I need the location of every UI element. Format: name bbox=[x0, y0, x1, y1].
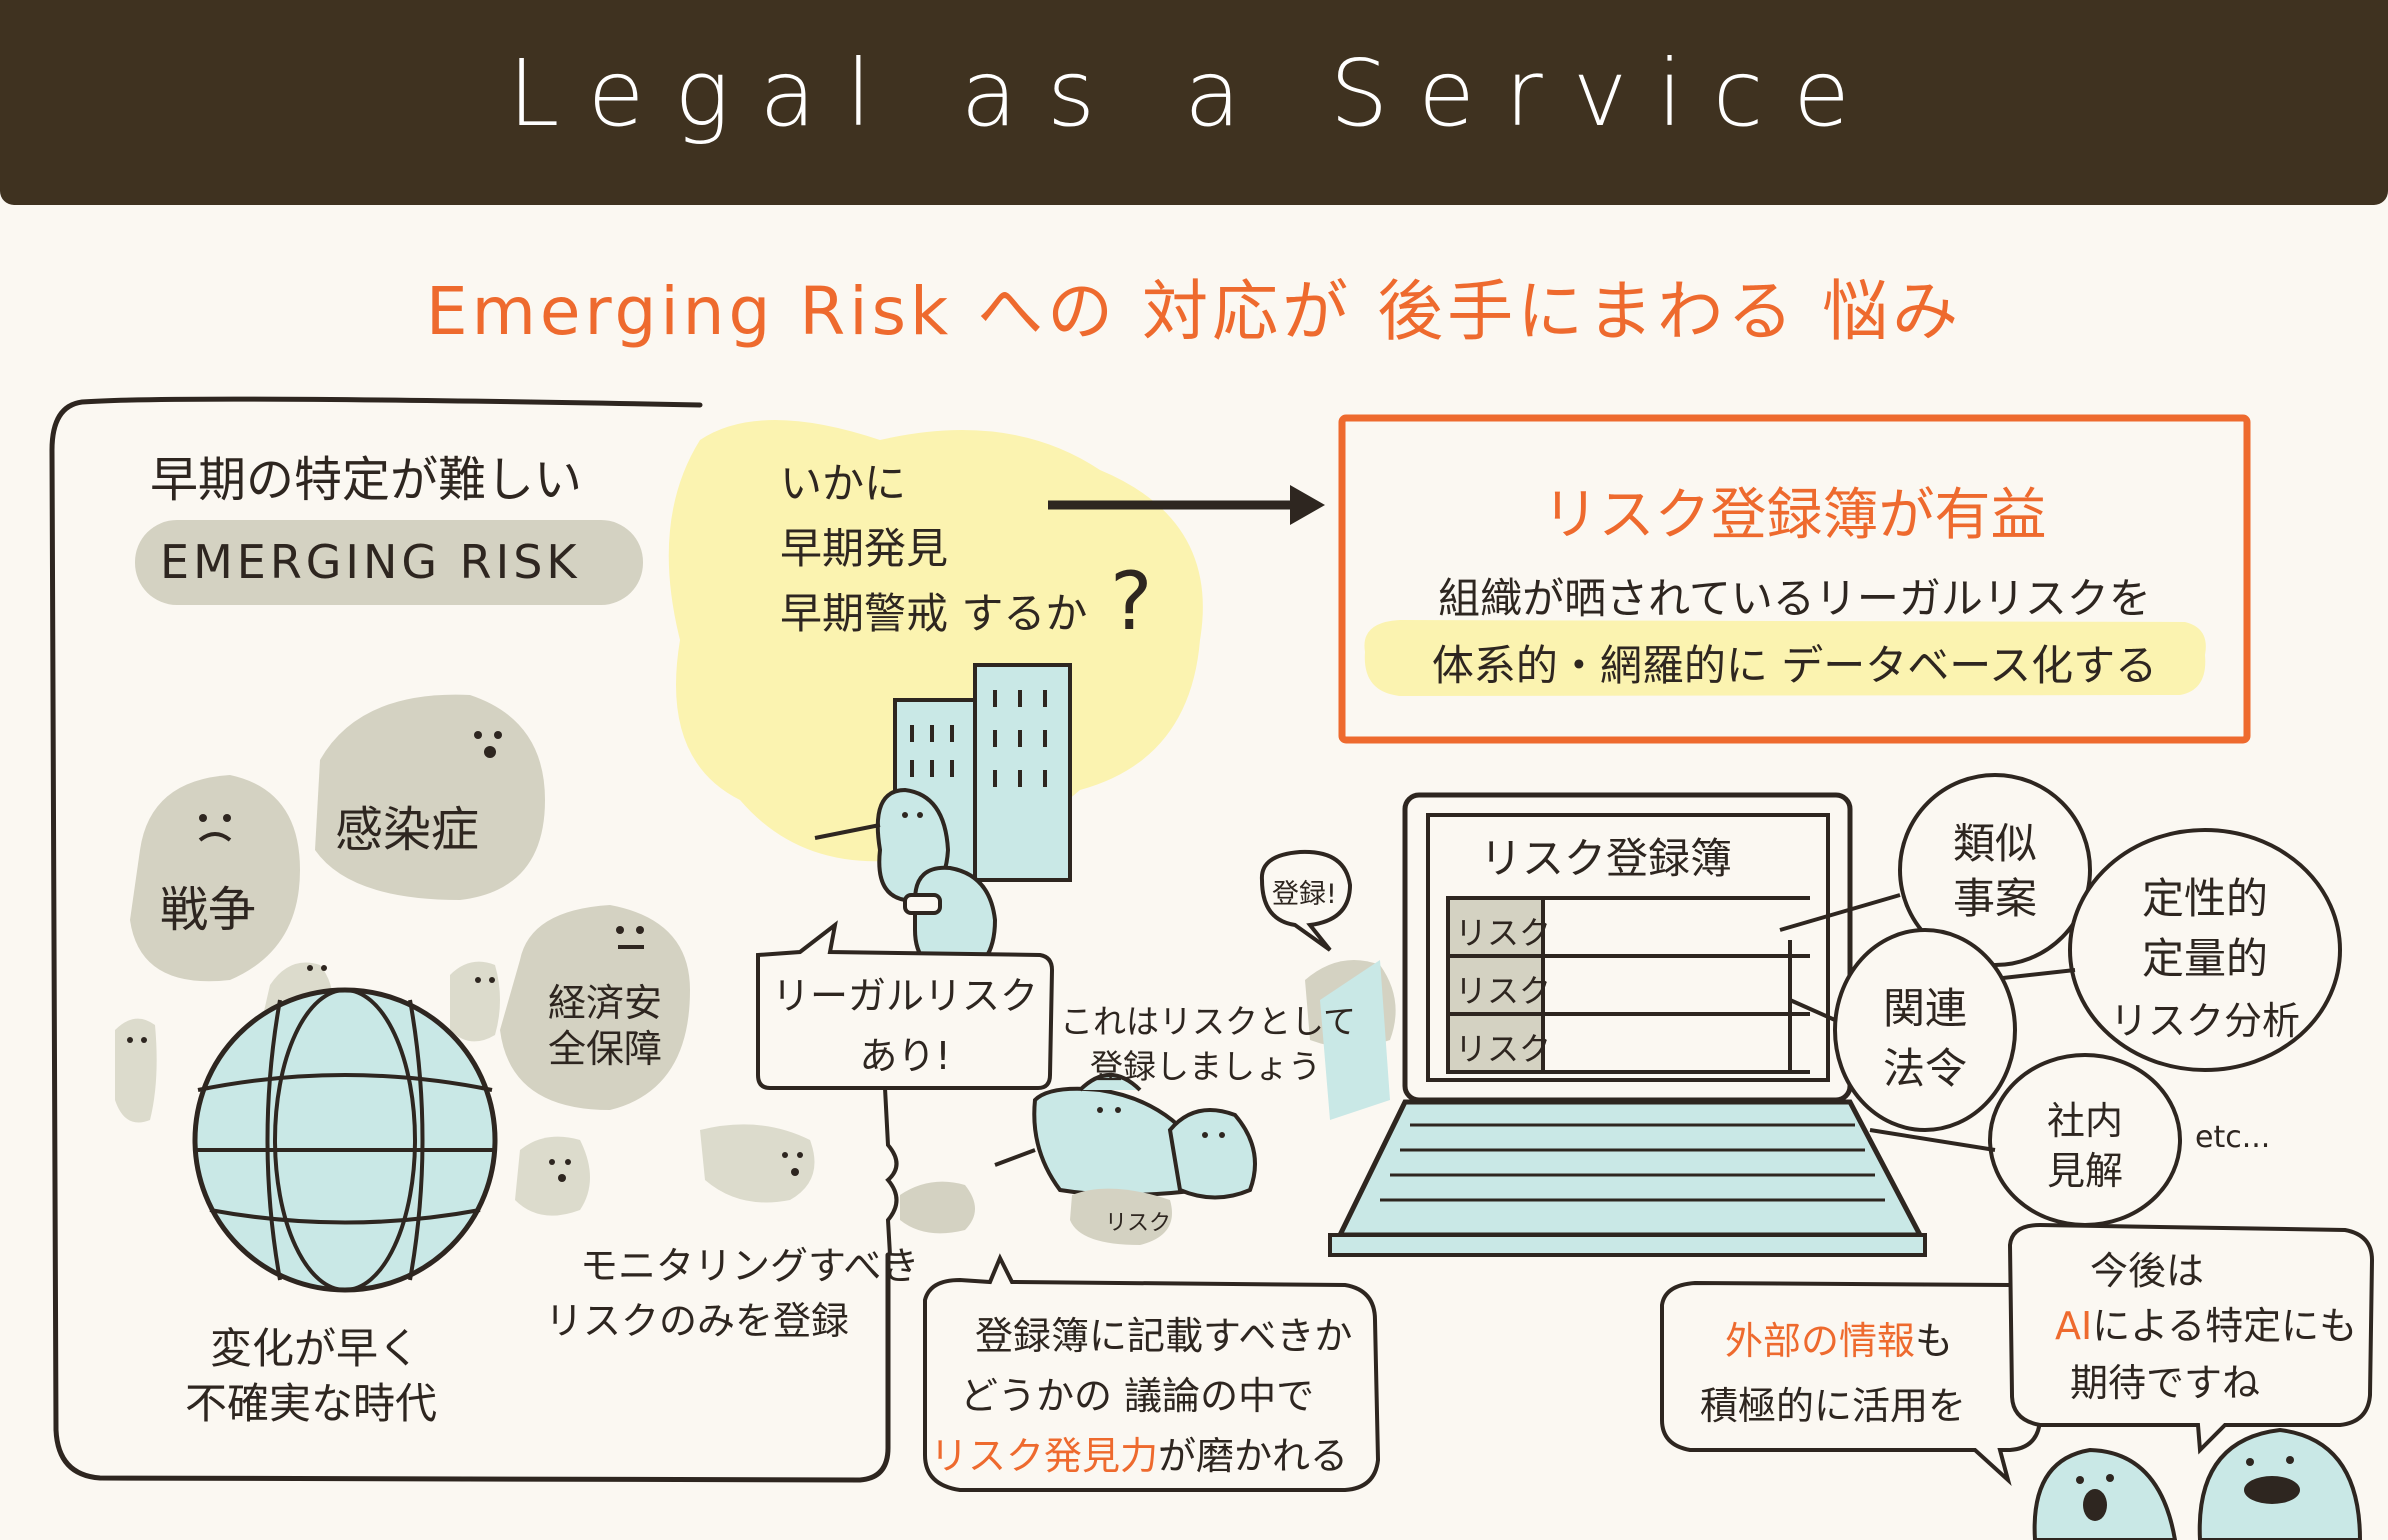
talking-characters bbox=[2032, 1427, 2363, 1540]
ghost-2 bbox=[450, 961, 500, 1042]
discussion-line3: リスク発見力が磨かれる bbox=[930, 1425, 1348, 1480]
ghost-5 bbox=[700, 1124, 815, 1203]
legal-risk-speech-box bbox=[756, 920, 1055, 1090]
ai-bubble bbox=[2007, 1222, 2375, 1455]
result-line1: 組織が晒されているリーガルリスクを bbox=[1438, 574, 2151, 623]
ai-line3: 期待ですね bbox=[2070, 1361, 2261, 1405]
binoculars-character bbox=[903, 865, 998, 978]
discussion-highlight: リスク発見力 bbox=[930, 1434, 1159, 1478]
risk-label-economic-security: 経済安全保障 bbox=[547, 981, 662, 1071]
ghost-4 bbox=[515, 1136, 590, 1216]
ext-highlight: 外部の情報 bbox=[1725, 1319, 1916, 1363]
ai-line1: 今後は bbox=[2090, 1249, 2205, 1293]
risk-ghost-small bbox=[900, 1181, 975, 1234]
ai-line2: AIによる特定にも bbox=[2055, 1295, 2357, 1350]
laws-line1: 関連 bbox=[1882, 984, 1967, 1033]
ghost-3 bbox=[115, 1018, 157, 1123]
register-row-1: リスク bbox=[1455, 914, 1552, 952]
arrow-to-result bbox=[1048, 485, 1325, 525]
caption-line1: 変化が早く bbox=[210, 1324, 421, 1373]
question-line2: 早期発見 bbox=[780, 524, 949, 573]
qualitative-line1: 定性的 bbox=[2141, 874, 2268, 923]
subtitle: Emerging Risk への 対応が 後手にまわる 悩み bbox=[425, 273, 1963, 350]
team-characters bbox=[994, 1073, 1257, 1245]
discussion-line1: 登録簿に記載すべきか bbox=[975, 1314, 1353, 1358]
register-row-3: リスク bbox=[1455, 1030, 1552, 1068]
econ-blob bbox=[500, 905, 690, 1110]
war-blob bbox=[130, 775, 300, 982]
risk-label-disease: 感染症 bbox=[335, 802, 480, 858]
ai-highlight: AI bbox=[2055, 1304, 2093, 1348]
question-mark: ? bbox=[1110, 555, 1153, 648]
qualitative-line2: 定量的 bbox=[2141, 934, 2268, 983]
question-line1: いかに bbox=[780, 459, 907, 508]
legal-risk-line2: あり! bbox=[859, 1034, 951, 1078]
ext-line1: 外部の情報も bbox=[1725, 1310, 1953, 1365]
header-banner bbox=[0, 0, 2388, 205]
similar-line2: 事案 bbox=[1952, 874, 2037, 923]
opinion-line1: 社内 bbox=[2046, 1099, 2123, 1143]
laws-line2: 法令 bbox=[1882, 1044, 1967, 1093]
opinion-line2: 見解 bbox=[2046, 1149, 2123, 1193]
emerging-risk-tag-bg bbox=[135, 520, 643, 605]
register-row-2: リスク bbox=[1455, 972, 1552, 1010]
globe-icon bbox=[192, 987, 498, 1293]
ghost-faces bbox=[127, 731, 803, 1182]
connector-line bbox=[883, 1087, 899, 1256]
register-note-line1: これはリスクとして bbox=[1060, 1002, 1357, 1041]
legal-risk-line1: リーガルリスク bbox=[771, 974, 1038, 1018]
result-title: リスク登録簿が有益 bbox=[1542, 483, 2047, 548]
etc-label: etc... bbox=[2195, 1120, 2271, 1155]
register-note-line2: 登録しましょう bbox=[1090, 1047, 1321, 1086]
ext-line2: 積極的に活用を bbox=[1700, 1384, 1967, 1428]
discussion-rest: が磨かれる bbox=[1158, 1434, 1349, 1478]
monitor-line1: モニタリングすべき bbox=[580, 1244, 920, 1288]
left-panel-heading: 早期の特定が難しい bbox=[150, 452, 583, 508]
qualitative-line3: リスク分析 bbox=[2109, 999, 2300, 1043]
risk-tag-small: リスク bbox=[1105, 1211, 1172, 1236]
touroku-label: 登録! bbox=[1272, 879, 1337, 910]
left-panel-frame bbox=[49, 396, 891, 1483]
question-line3: 早期警戒 するか bbox=[780, 589, 1088, 638]
keyboard-grid bbox=[1380, 1123, 1885, 1202]
monitor-line2: リスクのみを登録 bbox=[545, 1299, 850, 1343]
bubble-related-laws bbox=[1789, 928, 2017, 1132]
discussion-line2: どうかの 議論の中で bbox=[960, 1374, 1315, 1418]
emerging-risk-tag: EMERGING RISK bbox=[160, 535, 581, 589]
bubble-qualitative bbox=[1984, 828, 2342, 1072]
ext-rest: も bbox=[1915, 1319, 1954, 1363]
disease-blob bbox=[315, 694, 545, 900]
risk-label-war: 戦争 bbox=[160, 882, 257, 938]
ai-rest: による特定にも bbox=[2092, 1304, 2358, 1348]
similar-line1: 類似 bbox=[1952, 819, 2037, 868]
touroku-bubble bbox=[1259, 849, 1353, 952]
result-line2: 体系的・網羅的に データベース化する bbox=[1431, 641, 2158, 690]
page-title: Legal as a Service bbox=[508, 40, 1880, 147]
register-screen-title: リスク登録簿 bbox=[1480, 834, 1733, 883]
discussion-bubble bbox=[923, 1253, 1381, 1492]
caption-line2: 不確実な時代 bbox=[185, 1379, 438, 1428]
register-table bbox=[1446, 896, 1810, 1074]
result-box-highlight bbox=[1364, 620, 2206, 696]
